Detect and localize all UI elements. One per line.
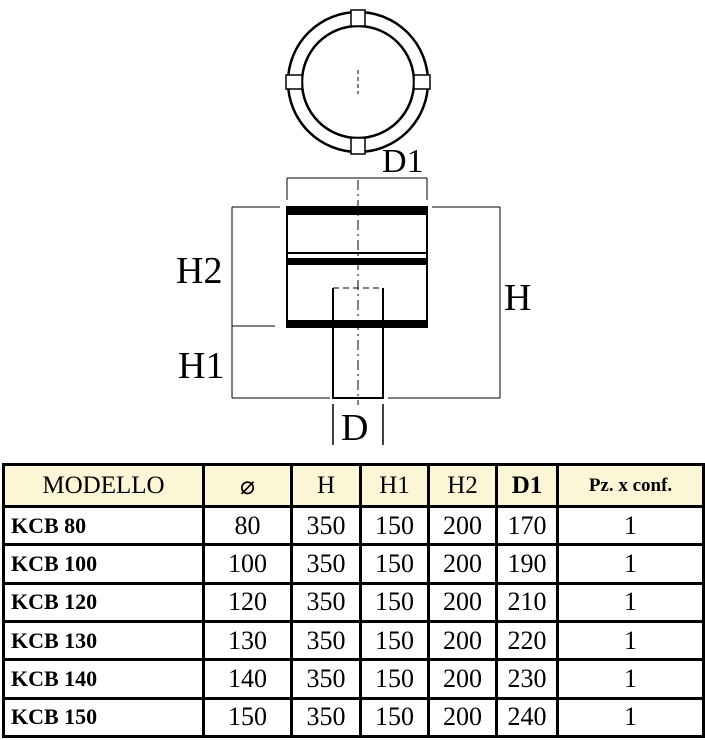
cell-h2: 200: [427, 619, 498, 662]
top-view-ring: [285, 9, 431, 155]
header-modello: MODELLO: [2, 463, 205, 508]
cell-h: 350: [290, 658, 362, 700]
cell-h2: 200: [427, 581, 498, 623]
cell-pieces: 1: [556, 619, 705, 662]
header-d1: D1: [495, 463, 559, 508]
cell-model: KCB 100: [2, 543, 205, 585]
cell-h2: 200: [427, 696, 498, 739]
table-row: KCB 140 140 350 150 200 230 1: [2, 658, 705, 700]
cell-d1: 230: [495, 658, 559, 700]
cell-h2: 200: [427, 658, 498, 700]
header-h: H: [290, 463, 362, 508]
cell-model: KCB 130: [2, 619, 205, 662]
cell-h: 350: [290, 696, 362, 739]
h-label: H: [504, 277, 531, 319]
cell-h: 350: [290, 619, 362, 662]
cell-diameter: 100: [202, 543, 293, 585]
h2-label: H2: [176, 250, 222, 292]
cell-pieces: 1: [556, 658, 705, 700]
cell-h: 350: [290, 504, 362, 547]
cell-h1: 150: [359, 581, 430, 623]
cell-diameter: 140: [202, 658, 293, 700]
cell-model: KCB 140: [2, 658, 205, 700]
specification-table: MODELLO ⌀ H H1 H2 D1 Pz. x conf. KCB 80 …: [2, 463, 705, 739]
cell-h1: 150: [359, 504, 430, 547]
cell-h1: 150: [359, 619, 430, 662]
cell-model: KCB 80: [2, 504, 205, 547]
cell-model: KCB 150: [2, 696, 205, 739]
cell-pieces: 1: [556, 504, 705, 547]
table-row: KCB 120 120 350 150 200 210 1: [2, 581, 705, 623]
cell-diameter: 130: [202, 619, 293, 662]
cell-diameter: 150: [202, 696, 293, 739]
table-row: KCB 130 130 350 150 200 220 1: [2, 619, 705, 662]
cell-h: 350: [290, 543, 362, 585]
cell-diameter: 120: [202, 581, 293, 623]
cell-model: KCB 120: [2, 581, 205, 623]
d1-label: D1: [382, 143, 424, 180]
d1-dimension: [286, 177, 428, 200]
cell-d1: 170: [495, 504, 559, 547]
cell-d1: 240: [495, 696, 559, 739]
table-row: KCB 150 150 350 150 200 240 1: [2, 696, 705, 739]
cell-h: 350: [290, 581, 362, 623]
height-dimensions: [231, 206, 501, 399]
cell-d1: 190: [495, 543, 559, 585]
cell-pieces: 1: [556, 696, 705, 739]
header-h2: H2: [427, 463, 498, 508]
header-diameter: ⌀: [202, 463, 293, 508]
table-row: KCB 100 100 350 150 200 190 1: [2, 543, 705, 585]
cell-d1: 210: [495, 581, 559, 623]
h1-label: H1: [178, 345, 224, 387]
header-pieces-per-pack: Pz. x conf.: [556, 463, 705, 508]
cell-h1: 150: [359, 543, 430, 585]
d-label: D: [341, 407, 368, 449]
d-dimension: [332, 404, 384, 445]
cell-h1: 150: [359, 658, 430, 700]
cell-h2: 200: [427, 543, 498, 585]
cell-pieces: 1: [556, 543, 705, 585]
cell-diameter: 80: [202, 504, 293, 547]
side-view-body: [286, 180, 428, 405]
header-h1: H1: [359, 463, 430, 508]
cell-d1: 220: [495, 619, 559, 662]
cell-pieces: 1: [556, 581, 705, 623]
technical-drawing: D1 H2 H H1 D: [176, 9, 531, 449]
header-row: MODELLO ⌀ H H1 H2 D1 Pz. x conf.: [2, 463, 705, 508]
cell-h2: 200: [427, 504, 498, 547]
table-row: KCB 80 80 350 150 200 170 1: [2, 504, 705, 547]
cell-h1: 150: [359, 696, 430, 739]
